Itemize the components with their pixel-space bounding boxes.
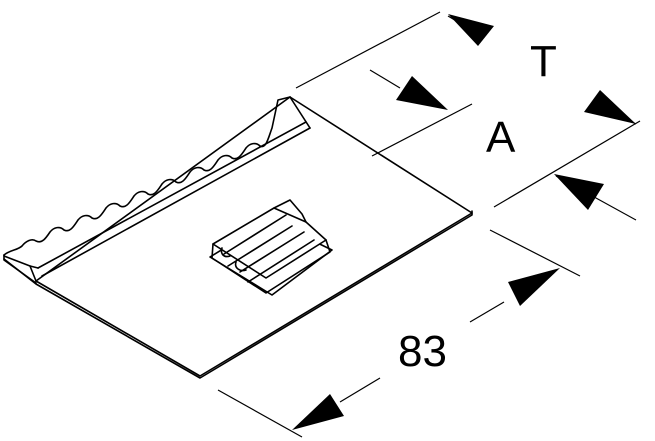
len-extension-left xyxy=(217,389,303,438)
dimension-a: A xyxy=(369,69,637,221)
plate-left-bevel-2 xyxy=(29,265,37,282)
t-extension-top xyxy=(295,11,441,89)
a-arrow-bottom xyxy=(554,174,604,210)
plate-fold-line-1 xyxy=(37,121,307,269)
len-extension-right xyxy=(489,229,581,277)
t-arrow-top xyxy=(448,14,494,46)
dimension-t: T xyxy=(295,11,641,208)
a-arrow-top xyxy=(396,76,448,110)
t-label: T xyxy=(530,37,557,86)
len-label: 83 xyxy=(398,327,447,376)
t-arrow-bottom xyxy=(584,90,636,124)
plate-fold-end xyxy=(289,96,311,129)
clip-stem xyxy=(273,199,307,223)
plate-fold-line-2 xyxy=(41,127,311,277)
a-dim-line-top xyxy=(369,69,401,89)
a-extension-top xyxy=(371,103,473,157)
t-extension-bottom xyxy=(493,120,641,208)
len-dim-line-left xyxy=(339,377,381,403)
clip-groove-2 xyxy=(220,247,247,272)
plate-serrated-edge xyxy=(3,96,291,256)
snap-clip xyxy=(209,199,333,296)
len-arrow-left xyxy=(292,394,344,430)
dimension-83: 83 xyxy=(217,229,581,438)
len-arrow-right xyxy=(508,268,560,306)
clip-top xyxy=(212,207,327,279)
clip-groove-1 xyxy=(223,214,315,283)
a-label: A xyxy=(486,113,516,162)
len-dim-line-right xyxy=(469,301,505,323)
clip-front xyxy=(211,239,331,294)
